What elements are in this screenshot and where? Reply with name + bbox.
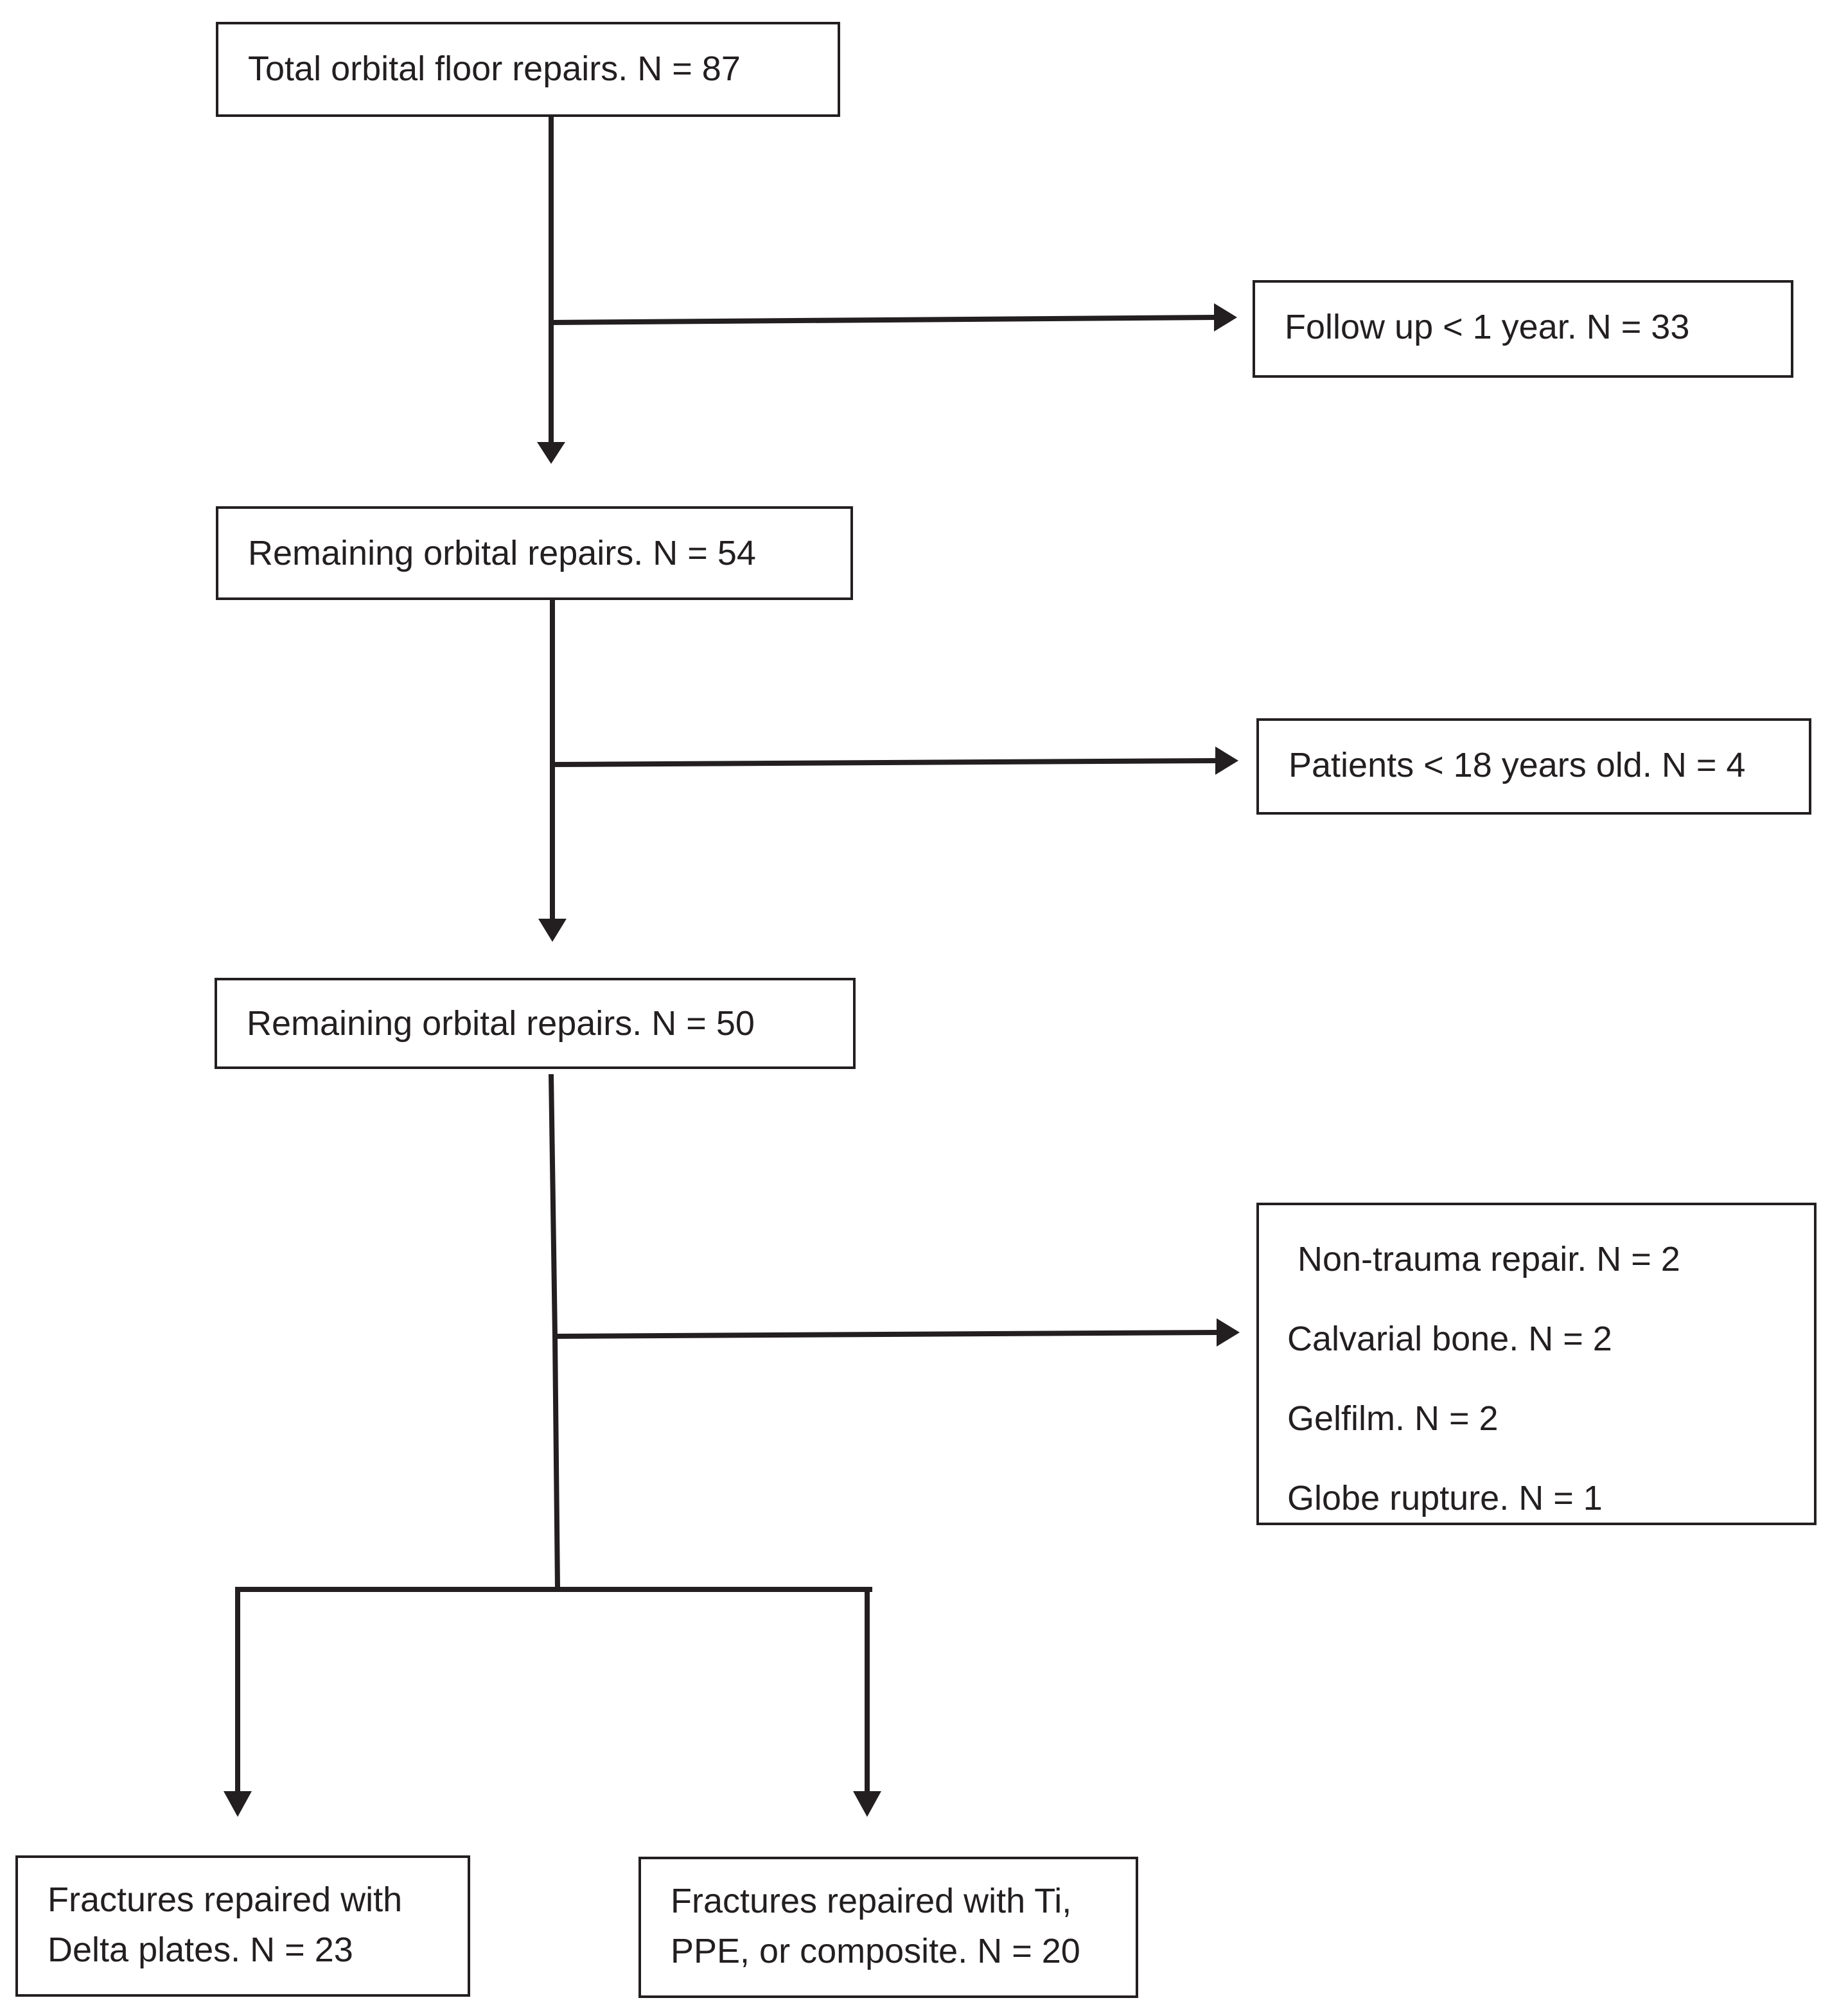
arrowhead-to-exclusions	[1217, 1318, 1240, 1347]
arrowhead-to-patients	[1215, 747, 1238, 775]
remaining-50-text: Remaining orbital repairs. N = 50	[247, 1004, 755, 1043]
other-exclusions-box: Non-trauma repair. N = 2 Calvarial bone.…	[1256, 1203, 1817, 1525]
connector-to-follow-up	[550, 315, 1216, 325]
delta-plates-line-2: Delta plates. N = 23	[48, 1931, 353, 1969]
remaining-50-box: Remaining orbital repairs. N = 50	[215, 978, 856, 1069]
exclusion-calvarial-bone: Calvarial bone. N = 2	[1287, 1320, 1612, 1358]
remaining-54-text: Remaining orbital repairs. N = 54	[248, 534, 756, 572]
patients-exclusion-box: Patients < 18 years old. N = 4	[1256, 718, 1811, 815]
delta-plates-line-1: Fractures repaired with	[48, 1880, 403, 1919]
exclusion-gelfilm: Gelfilm. N = 2	[1287, 1399, 1499, 1438]
follow-up-exclusion-box: Follow up < 1 year. N = 33	[1253, 280, 1793, 378]
connector-remaining-50-to-split	[549, 1074, 560, 1589]
connector-to-exclusions	[554, 1330, 1219, 1339]
ti-ppe-composite-box: Fractures repaired with Ti, PPE, or comp…	[638, 1857, 1138, 1998]
follow-up-text: Follow up < 1 year. N = 33	[1285, 308, 1690, 346]
exclusion-non-trauma: Non-trauma repair. N = 2	[1298, 1240, 1680, 1278]
exclusion-globe-rupture: Globe rupture. N = 1	[1287, 1479, 1603, 1517]
arrowhead-to-delta	[224, 1791, 252, 1817]
arrowhead-to-remaining-50	[538, 919, 567, 942]
arrowhead-to-follow-up	[1214, 303, 1237, 332]
ti-ppe-composite-line-2: PPE, or composite. N = 20	[671, 1932, 1080, 1970]
total-repairs-box: Total orbital floor repairs. N = 87	[216, 22, 840, 117]
ti-ppe-composite-line-1: Fractures repaired with Ti,	[671, 1882, 1072, 1920]
arrowhead-to-remaining-54	[537, 442, 565, 464]
connector-to-patients	[552, 758, 1217, 767]
remaining-54-box: Remaining orbital repairs. N = 54	[216, 506, 853, 600]
total-repairs-text: Total orbital floor repairs. N = 87	[248, 49, 741, 88]
patients-text: Patients < 18 years old. N = 4	[1289, 746, 1746, 784]
arrowhead-to-ti	[853, 1791, 881, 1817]
delta-plates-box: Fractures repaired with Delta plates. N …	[15, 1855, 470, 1997]
